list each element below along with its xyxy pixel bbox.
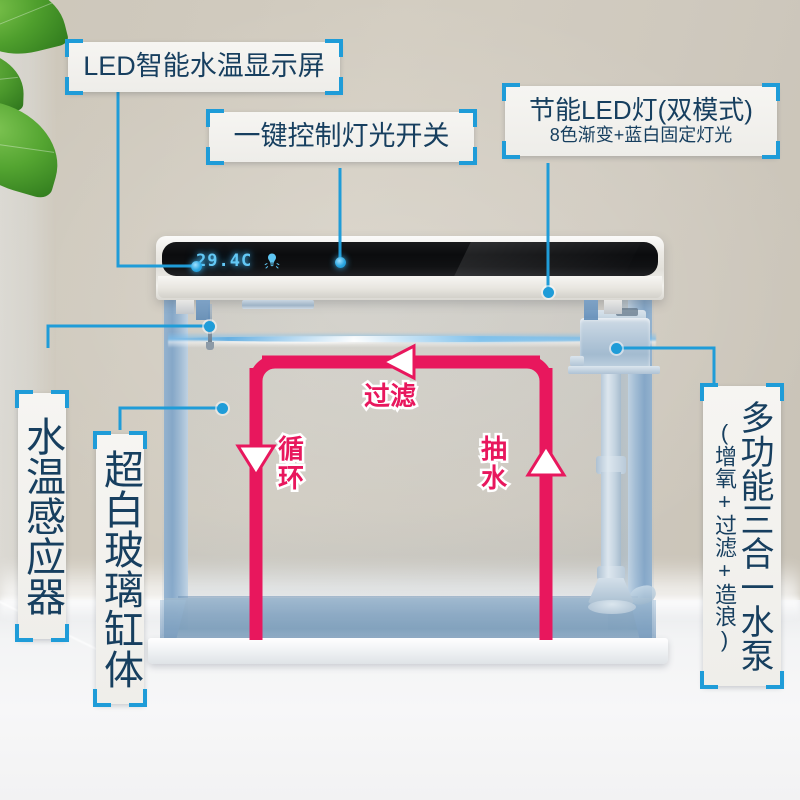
tank-glass-left-pane — [164, 300, 188, 630]
callout-led-lamp[interactable]: 节能LED灯(双模式) 8色渐变+蓝白固定灯光 — [502, 83, 780, 159]
pump-riser-tube-lower — [601, 472, 621, 568]
callout-glass-body-title: 超白玻璃缸体 — [98, 449, 142, 689]
led-hood-lip — [158, 276, 662, 298]
bulb-icon[interactable] — [264, 252, 280, 270]
callout-temp-sensor-title: 水温感应器 — [20, 416, 64, 616]
callout-light-switch-title: 一键控制灯光开关 — [233, 121, 450, 152]
display-gloss — [447, 242, 647, 276]
callout-led-display[interactable]: LED智能水温显示屏 — [65, 39, 343, 95]
led-display-panel — [162, 242, 658, 276]
callout-pump[interactable]: 多功能三合一水泵 (增氧+过滤+造浪) — [700, 383, 784, 689]
pump-mount-plate — [568, 366, 660, 374]
callout-light-switch[interactable]: 一键控制灯光开关 — [206, 109, 477, 165]
pump-head-vent — [616, 308, 638, 316]
anchor-dot-temp-sensor — [204, 321, 215, 332]
callout-led-lamp-title: 节能LED灯(双模式) — [529, 95, 753, 126]
temperature-sensor-tip — [206, 342, 214, 350]
water-surface-ripple — [170, 336, 654, 342]
anchor-dot-glass-body — [217, 403, 228, 414]
pump-tube-joint-lower — [597, 566, 625, 580]
hood-post-right — [584, 300, 598, 320]
anchor-dot-pump — [611, 343, 622, 354]
pump-suction-foot — [588, 600, 636, 614]
tank-base-tray — [148, 638, 668, 664]
pump-tube-joint-upper — [596, 456, 626, 474]
tank-bottom-glass — [164, 598, 652, 642]
callout-temp-sensor[interactable]: 水温感应器 — [15, 390, 69, 642]
anchor-dot-led-lamp — [543, 287, 554, 298]
callout-pump-subtitle: (增氧+过滤+造浪) — [712, 420, 737, 652]
callout-led-lamp-subtitle: 8色渐变+蓝白固定灯光 — [549, 125, 733, 146]
water-temperature-readout: 29.4C — [196, 251, 253, 271]
hood-feed-slot — [242, 300, 314, 309]
anchor-dot-light-switch — [335, 257, 346, 268]
pump-riser-tube-upper — [601, 374, 621, 458]
callout-glass-body[interactable]: 超白玻璃缸体 — [93, 431, 147, 707]
hood-bracket-left — [176, 300, 194, 314]
callout-led-display-title: LED智能水温显示屏 — [83, 51, 325, 82]
anchor-dot-display — [191, 261, 202, 272]
callout-pump-title: 多功能三合一水泵 — [735, 400, 773, 672]
hood-bracket-right — [604, 300, 622, 314]
hood-post-left — [196, 300, 210, 320]
pump-outlet-nub — [570, 356, 584, 366]
